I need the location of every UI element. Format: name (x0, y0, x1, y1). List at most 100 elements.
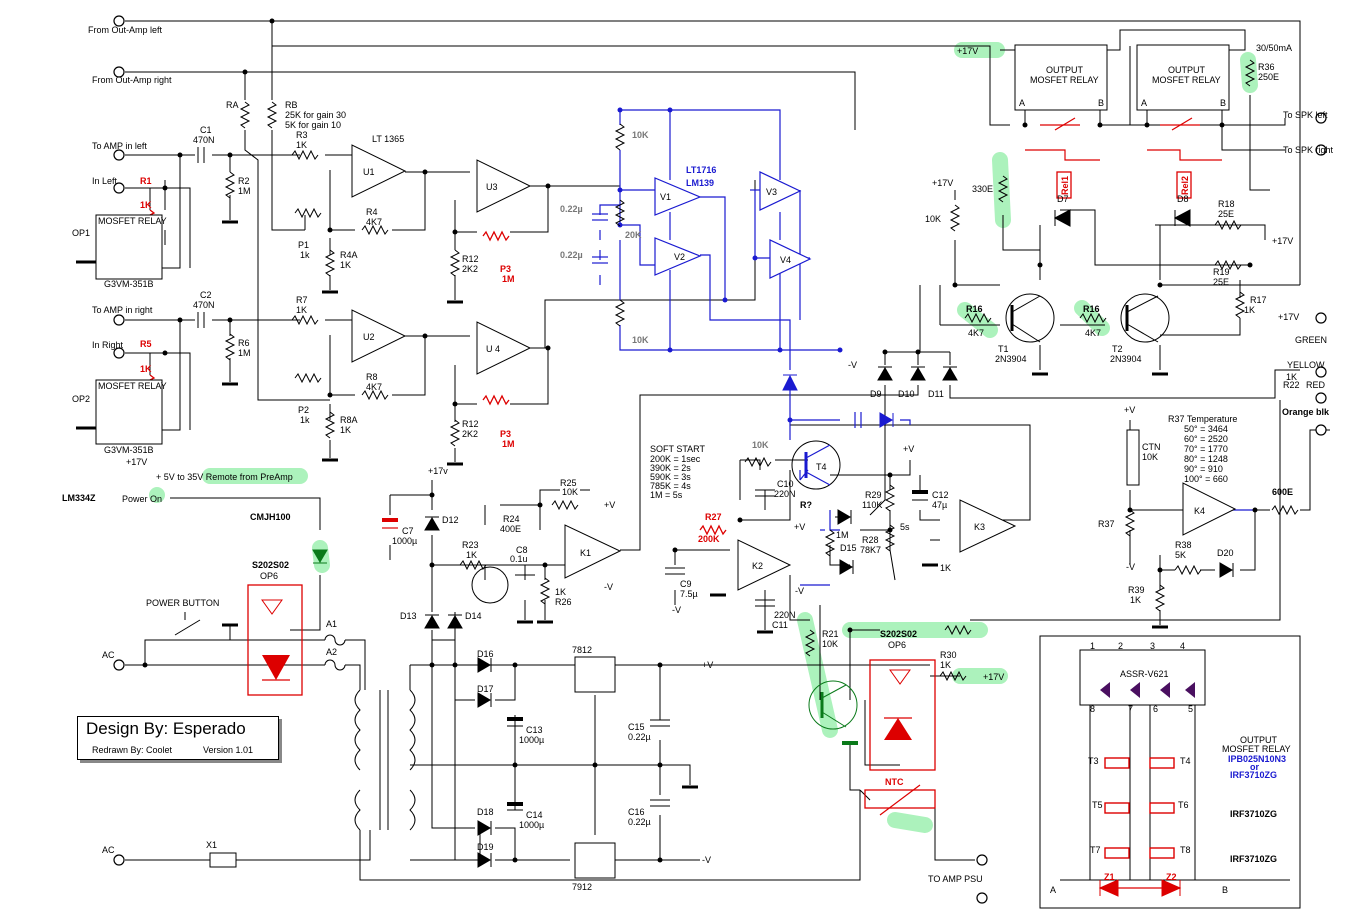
label-plus17-d12: +17v (428, 466, 448, 476)
label-d19: D19 (477, 842, 494, 852)
label-c7-value: 1000µ (392, 536, 417, 546)
label-c8: C8 (516, 545, 528, 555)
label-10k-bottom: 10K (632, 335, 649, 345)
label-p1-value: 1k (300, 250, 310, 260)
label-relay-left-output: OUTPUT (1046, 65, 1084, 75)
label-assr: ASSR-V621 (1120, 669, 1169, 679)
label-u3: U3 (486, 182, 498, 192)
label-p2-value: 1k (300, 415, 310, 425)
label-r37-temperature: R37 Temperature (1168, 414, 1237, 424)
label-r17: R17 (1250, 295, 1267, 305)
label-rb-note-1: 25K for gain 30 (285, 110, 346, 120)
label-c9: C9 (680, 579, 692, 589)
label-r27-value: 200K (698, 534, 720, 544)
design-credit-redrawn: Redrawn By: Coolet (92, 745, 173, 755)
label-pin-7: 7 (1128, 704, 1133, 714)
label-lt1365: LT 1365 (372, 134, 404, 144)
label-relay-right-mosfet: MOSFET RELAY (1152, 75, 1221, 85)
label-r1: R1 (140, 176, 152, 186)
label-c2: C2 (200, 290, 212, 300)
label-r2-value: 1M (238, 186, 251, 196)
label-d15: D15 (840, 543, 857, 553)
label-c9-value: 7.5µ (680, 589, 698, 599)
label-r21: R21 (822, 629, 839, 639)
label-c1-value: 470N (193, 135, 215, 145)
label-z2: Z2 (1166, 872, 1177, 882)
label-r21-value: 10K (822, 639, 838, 649)
label-to-spk-left: To SPK left (1283, 110, 1328, 120)
label-c8-value: 0.1u (510, 554, 528, 564)
label-power-on: Power On (122, 494, 162, 504)
label-u1: U1 (363, 167, 375, 177)
label-r12b: R12 (462, 419, 479, 429)
label-r30-value: 1K (940, 660, 951, 670)
label-r36-value: 250E (1258, 72, 1279, 82)
label-plus-v-k2: +V (794, 522, 805, 532)
mosfet-relay-block (1079, 649, 1206, 897)
label-c16: C16 (628, 807, 645, 817)
label-irf-a: IRF3710ZG (1230, 770, 1277, 780)
label-pin-8: 8 (1090, 704, 1095, 714)
label-power-button: POWER BUTTON (146, 598, 219, 608)
label-u4: U 4 (486, 344, 500, 354)
label-r3-value: 1K (296, 140, 307, 150)
label-r4a-value: 1K (340, 260, 351, 270)
label-d8: D8 (1177, 194, 1189, 204)
label-ac-top: AC (102, 650, 115, 660)
label-v2: V2 (674, 252, 685, 262)
label-r8a: R8A (340, 415, 358, 425)
label-d11: D11 (928, 389, 944, 399)
label-r30: R30 (940, 650, 957, 660)
label-orange-blk: Orange blk (1282, 407, 1330, 417)
label-lt1716: LT1716 (686, 165, 716, 175)
label-r25-value: 10K (562, 487, 578, 497)
label-remote: + 5V to 35V Remote from PreAmp (156, 472, 293, 482)
label-neg-v-k2: -V (795, 586, 804, 596)
label-cap-022-a: 0.22µ (560, 204, 583, 214)
label-r29: R29 (865, 490, 882, 500)
label-r4a: R4A (340, 250, 358, 260)
label-r27: R27 (705, 512, 722, 522)
transformer (354, 689, 416, 831)
label-c14: C14 (526, 810, 543, 820)
label-plus-v-k4: +V (1124, 405, 1135, 415)
label-t4-mosfet: T4 (1180, 756, 1191, 766)
label-rel2: Rel2 (1180, 176, 1190, 195)
label-c11-value: 220N (774, 610, 796, 620)
label-c12: C12 (932, 490, 949, 500)
label-c2-value: 470N (193, 300, 215, 310)
temperature-row: 100° = 660 (1184, 474, 1228, 484)
label-yellow: YELLOW (1287, 360, 1325, 370)
label-v3: V3 (766, 187, 777, 197)
label-p1: P1 (298, 240, 309, 250)
label-cap-022-b: 0.22µ (560, 250, 583, 260)
label-c1: C1 (200, 125, 212, 135)
label-pin-a: A (1050, 885, 1056, 895)
label-t5-mosfet: T5 (1092, 800, 1103, 810)
label-pin-3: 3 (1150, 641, 1155, 651)
label-c12-value: 47µ (932, 500, 947, 510)
label-r19-value: 25E (1213, 277, 1229, 287)
label-plus-v-r29: +V (903, 444, 914, 454)
label-30-50ma: 30/50mA (1256, 43, 1292, 53)
label-pin-5: 5 (1188, 704, 1193, 714)
label-r6: R6 (238, 338, 250, 348)
temperature-row: 60° = 2520 (1184, 434, 1228, 444)
label-mosfet-relay-1: MOSFET RELAY (98, 216, 167, 226)
label-relay-left-mosfet: MOSFET RELAY (1030, 75, 1099, 85)
label-c10: C10 (777, 479, 794, 489)
label-v4: V4 (780, 255, 791, 265)
resistors (145, 59, 1299, 681)
label-r16-b-value: 4K7 (1085, 328, 1101, 338)
label-plus17-r18: +17V (1272, 236, 1293, 246)
label-r19: R19 (1213, 267, 1230, 277)
label-r28-value: 78K7 (860, 545, 881, 555)
label-r28: R28 (862, 535, 879, 545)
label-r37: R37 (1098, 519, 1115, 529)
label-plus-v-reg: +V (702, 660, 713, 670)
label-pin-2: 2 (1118, 641, 1123, 651)
soft-start-row: 200K = 1sec (650, 454, 701, 464)
label-plus-v-r25: +V (604, 500, 615, 510)
